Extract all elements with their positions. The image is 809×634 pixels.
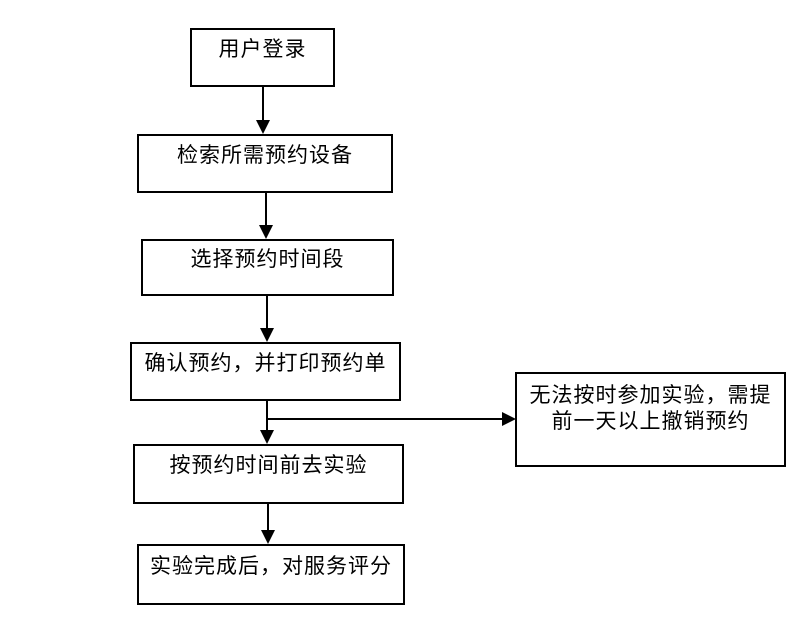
edge-select-to-confirm [260,295,274,342]
edge-attend-to-rate [261,503,275,544]
arrowhead-down-icon [259,225,273,239]
flow-node-confirm-print: 确认预约，并打印预约单 [130,342,401,401]
arrowhead-down-icon [256,120,270,134]
arrowhead-down-icon [260,430,274,444]
edge-login-to-search [256,86,270,134]
flow-node-login: 用户登录 [190,28,335,87]
arrowhead-down-icon [260,328,274,342]
flow-node-select-timeslot: 选择预约时间段 [141,239,394,296]
flow-node-cancel-policy: 无法按时参加实验，需提 前一天以上撤销预约 [515,372,786,467]
edge-confirm-to-cancel [267,412,516,426]
flow-node-search-equipment: 检索所需预约设备 [137,134,393,193]
flow-node-attend-experiment: 按预约时间前去实验 [133,444,404,504]
arrowhead-right-icon [502,412,516,426]
arrowhead-down-icon [261,530,275,544]
edge-confirm-to-attend [260,400,274,444]
flow-node-rate-service: 实验完成后，对服务评分 [137,544,405,605]
edge-search-to-select [259,192,273,239]
